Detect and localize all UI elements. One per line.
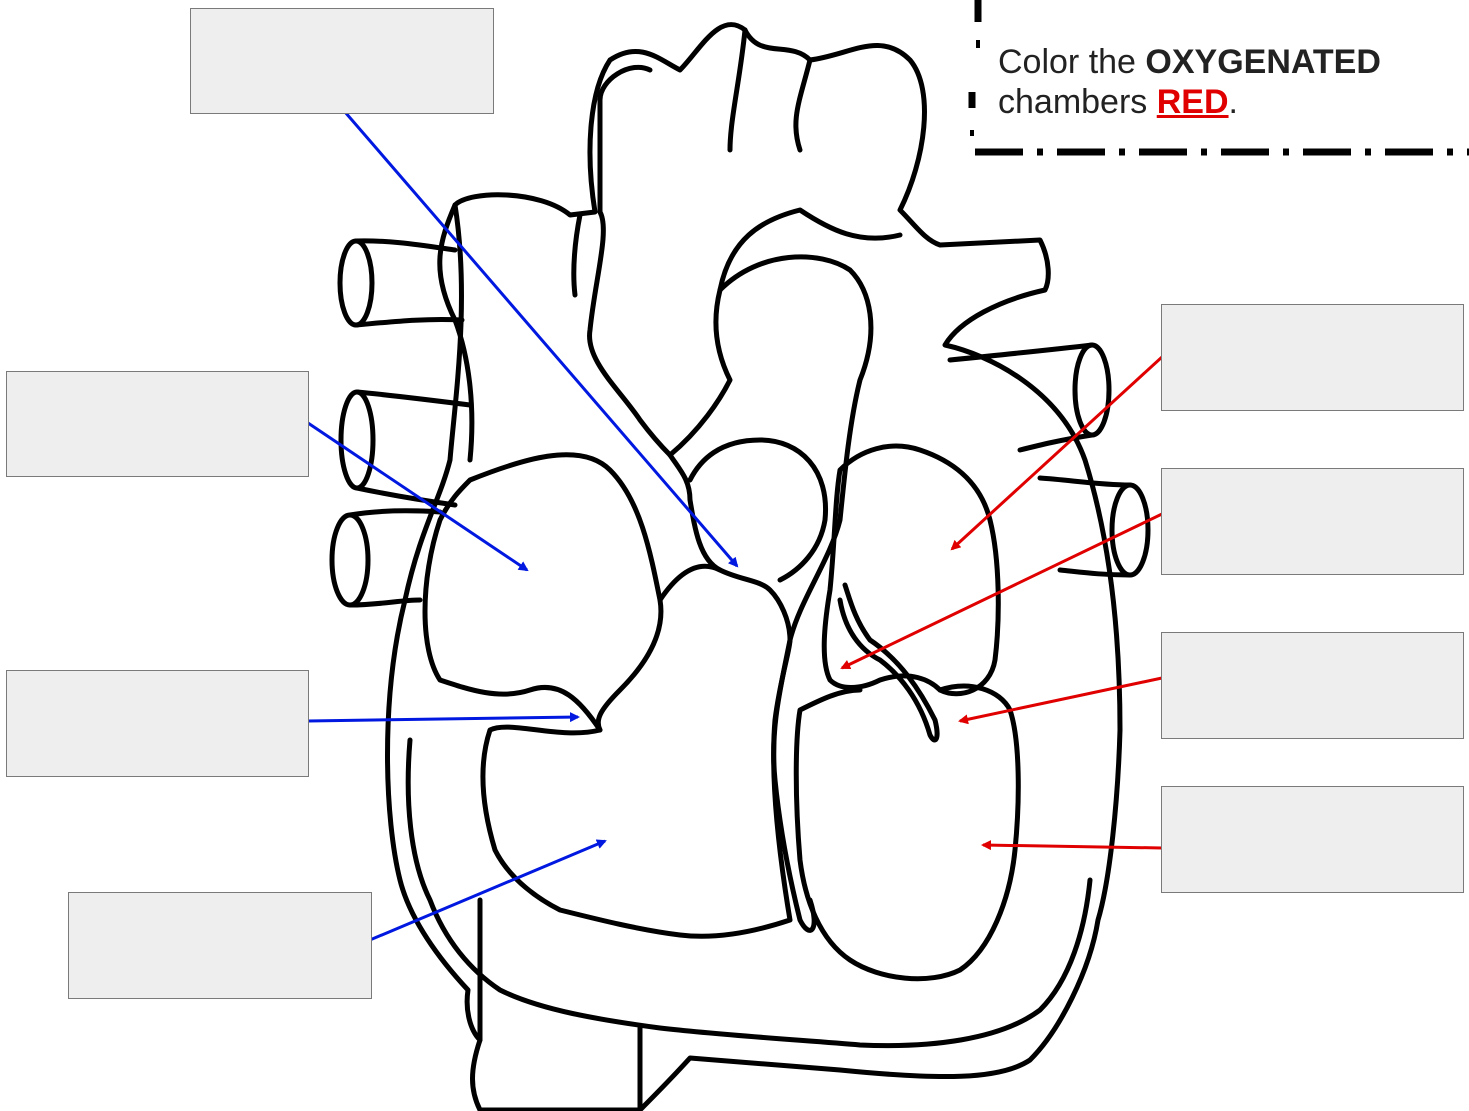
label-box-right-1[interactable] [1161,304,1464,411]
instruction-middle: chambers [998,83,1157,121]
label-box-right-3[interactable] [1161,632,1464,739]
arrow-right-1 [952,357,1162,549]
label-box-left-lower[interactable] [68,892,372,999]
label-box-left-middle[interactable] [6,670,309,777]
instruction-keyword: OXYGENATED [1145,43,1381,81]
label-box-top-center[interactable] [190,8,494,114]
instruction-suffix: . [1229,83,1238,121]
instruction-prefix: Color the [998,43,1145,81]
arrow-right-3 [960,678,1162,721]
arrow-right-4 [983,845,1162,848]
instruction-text: Color the OXYGENATED chambers RED. [998,42,1458,122]
label-box-right-2[interactable] [1161,468,1464,575]
label-box-left-upper[interactable] [6,371,309,477]
label-box-right-4[interactable] [1161,786,1464,893]
arrow-left-middle [308,717,578,721]
heart-outline [332,25,1148,1110]
instruction-color-word: RED [1157,83,1229,121]
